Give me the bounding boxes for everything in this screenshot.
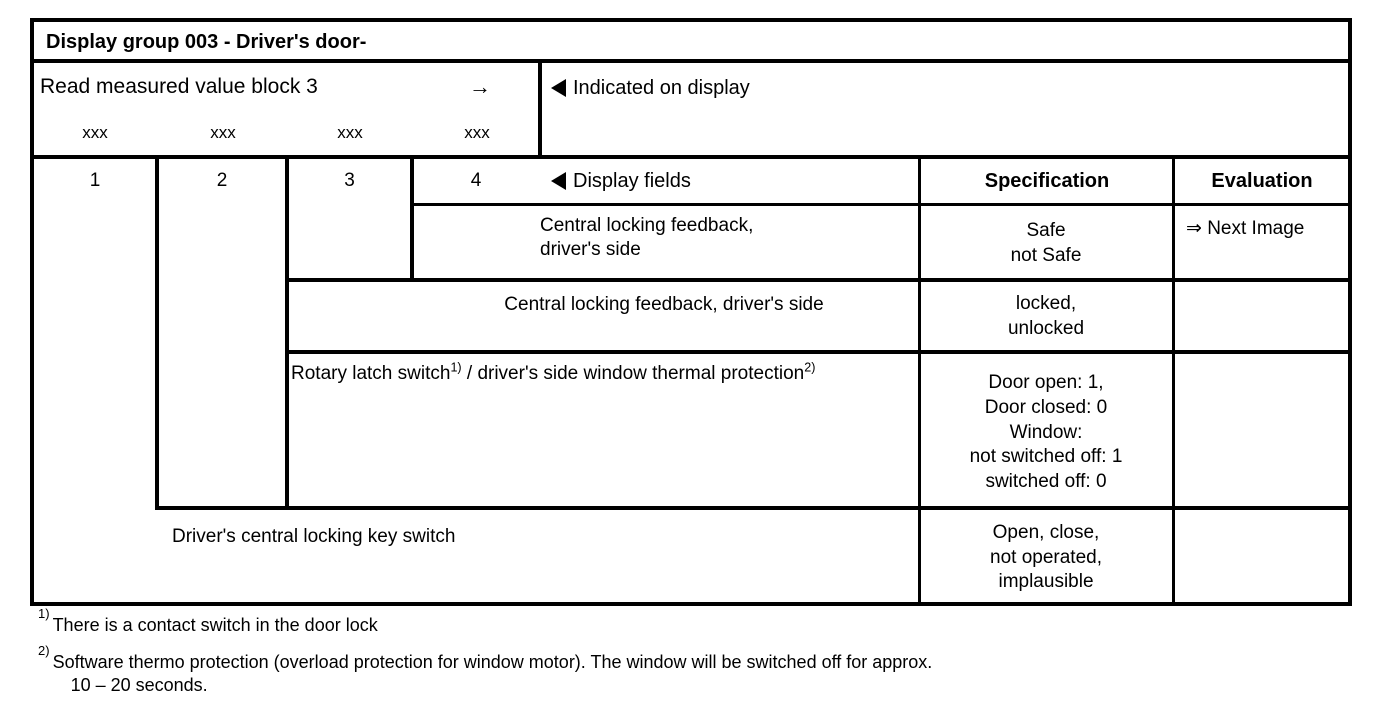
display-fields-header-top-border xyxy=(542,155,1352,159)
row2-specification: locked, unlocked xyxy=(1007,293,1085,339)
row1-top-border xyxy=(410,203,1352,206)
display-fields-header: Display fields xyxy=(551,165,911,197)
row4-display-field: Driver's central locking key switch xyxy=(172,525,456,547)
indicated-on-display-header: Indicated on display xyxy=(551,72,1051,104)
row1-evaluation: ⇒ Next Image xyxy=(1186,217,1305,239)
footnote-2-line1: Software thermo protection (overload pro… xyxy=(52,652,933,672)
column-divider-2 xyxy=(285,159,289,506)
display-fields-label: Display fields xyxy=(573,169,691,192)
footnote-1: 1) There is a contact switch in the door… xyxy=(38,607,1338,642)
column-number-2: 2 xyxy=(216,170,228,191)
column-number-3: 3 xyxy=(344,170,355,191)
footnote-2-line2: 10 – 20 seconds. xyxy=(70,675,208,696)
column-number-1: 1 xyxy=(89,170,101,191)
row3-footnote-ref-1: 1) xyxy=(450,360,462,375)
column-divider-1 xyxy=(155,159,159,508)
measured-field-3: xxx xyxy=(337,123,363,142)
column-number-4: 4 xyxy=(470,170,482,191)
row3-field-part2: / driver's side window thermal protectio… xyxy=(461,363,805,384)
row1-specification: Safe not Safe xyxy=(1010,220,1082,266)
left-triangle-icon xyxy=(551,79,566,97)
footnote-2-text: Software thermo protection (overload pro… xyxy=(53,651,933,698)
measured-block-right-border xyxy=(538,63,542,159)
measured-block-bottom-border xyxy=(30,155,542,159)
evaluation-header: Evaluation xyxy=(1211,169,1313,192)
measured-field-2: xxx xyxy=(210,123,236,142)
footnote-2: 2) Software thermo protection (overload … xyxy=(38,644,1358,711)
row2-display-field: Central locking feedback, driver's side xyxy=(504,293,824,315)
row4-specification: Open, close, not operated, implausible xyxy=(990,521,1102,593)
row4-top-border xyxy=(155,506,1352,510)
evaluation-left-border xyxy=(1172,159,1175,602)
measured-block-arrow-icon: → xyxy=(469,74,491,99)
footnote-1-text: There is a contact switch in the door lo… xyxy=(52,615,378,635)
frame-left-border xyxy=(30,18,34,606)
row3-specification: Door open: 1, Door closed: 0 Window: not… xyxy=(969,372,1123,493)
left-triangle-icon xyxy=(551,172,566,190)
specification-left-border xyxy=(918,159,921,602)
row3-display-field: Rotary latch switch1) / driver's side wi… xyxy=(291,360,901,432)
measured-field-1: xxx xyxy=(82,123,108,142)
row1-display-field: Central locking feedback, driver's side xyxy=(540,215,754,261)
row3-top-border xyxy=(285,350,1352,354)
title-row-divider xyxy=(30,59,1352,63)
measured-field-4: xxx xyxy=(464,123,490,142)
column-divider-3 xyxy=(410,159,414,278)
measured-block-label: Read measured value block 3 xyxy=(40,75,318,98)
specification-header: Specification xyxy=(984,169,1110,192)
frame-top-border xyxy=(30,18,1352,22)
row3-field-part1: Rotary latch switch xyxy=(291,363,451,384)
row2-top-border xyxy=(285,278,1352,282)
page-title: Display group 003 - Driver's door- xyxy=(46,30,367,53)
frame-bottom-border xyxy=(30,602,1352,606)
frame-right-border xyxy=(1348,18,1352,606)
row3-footnote-ref-2: 2) xyxy=(804,360,816,375)
indicated-on-display-label: Indicated on display xyxy=(573,76,750,99)
